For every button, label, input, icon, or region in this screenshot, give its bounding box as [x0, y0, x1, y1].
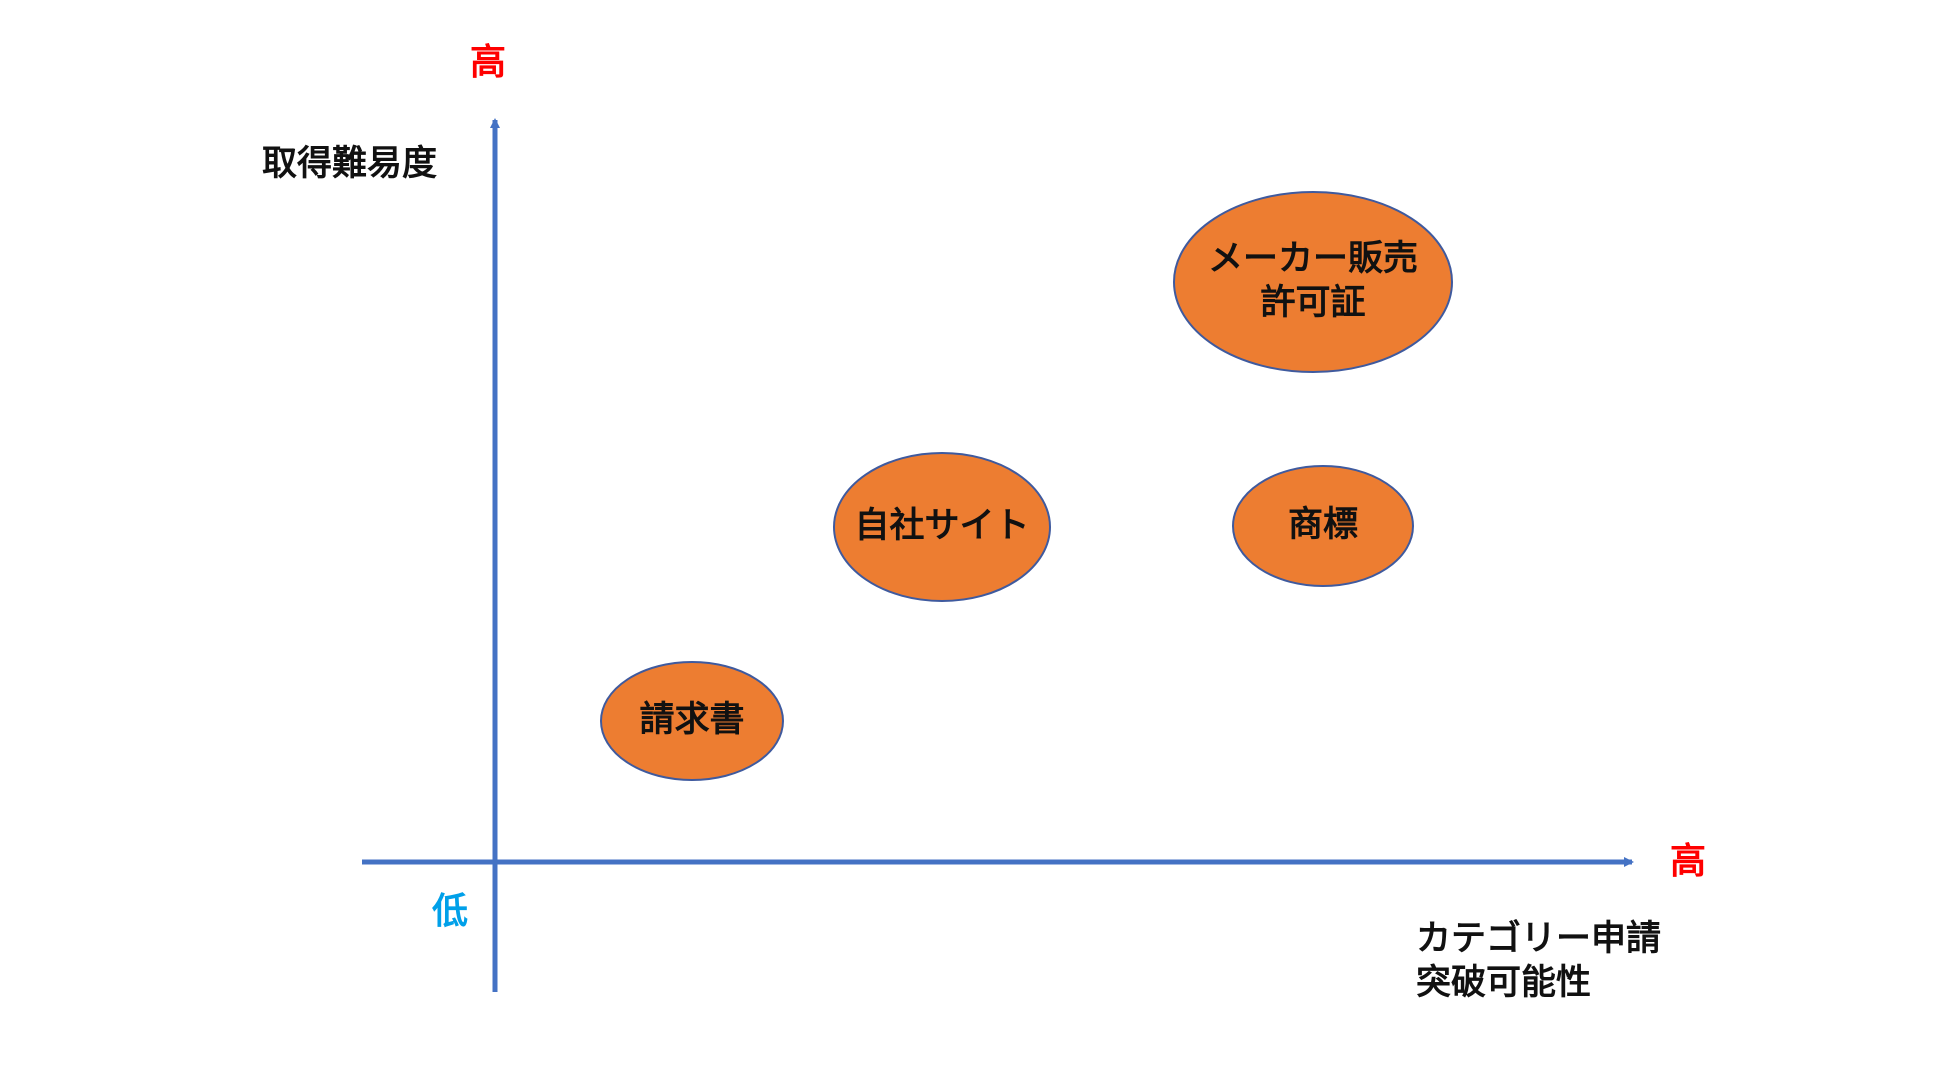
bubble-label-trademark-line-1: 商標	[1287, 505, 1358, 546]
x-axis-title-line-2: 突破可能性	[1416, 962, 1592, 1003]
y-axis-high-label: 高	[470, 42, 507, 83]
x-axis-title: カテゴリー申請 突破可能性	[1416, 918, 1661, 1006]
bubble-invoice	[600, 661, 784, 781]
bubble-label-invoice-line-1: 請求書	[639, 700, 745, 741]
bubble-label-maker-line-2: 許可証	[1260, 283, 1366, 323]
bubble-label-invoice: 請求書	[601, 662, 783, 780]
bubble-label-maker: メーカー販売 許可証	[1174, 192, 1452, 372]
x-axis-high-label: 高	[1670, 841, 1707, 882]
x-axis-title-line-1: カテゴリー申請	[1416, 919, 1662, 959]
bubble-label-own-site: 自社サイト	[834, 453, 1050, 601]
bubble-label-maker-line-1: メーカー販売	[1207, 239, 1418, 280]
y-axis-title: 取得難易度	[262, 144, 438, 184]
bubble-label-own-site-line-1: 自社サイト	[854, 506, 1030, 547]
bubble-label-trademark: 商標	[1233, 466, 1413, 586]
bubble-maker	[1173, 191, 1453, 373]
bubble-own-site	[833, 452, 1051, 602]
origin-low-label: 低	[432, 891, 469, 932]
bubble-trademark	[1232, 465, 1414, 587]
